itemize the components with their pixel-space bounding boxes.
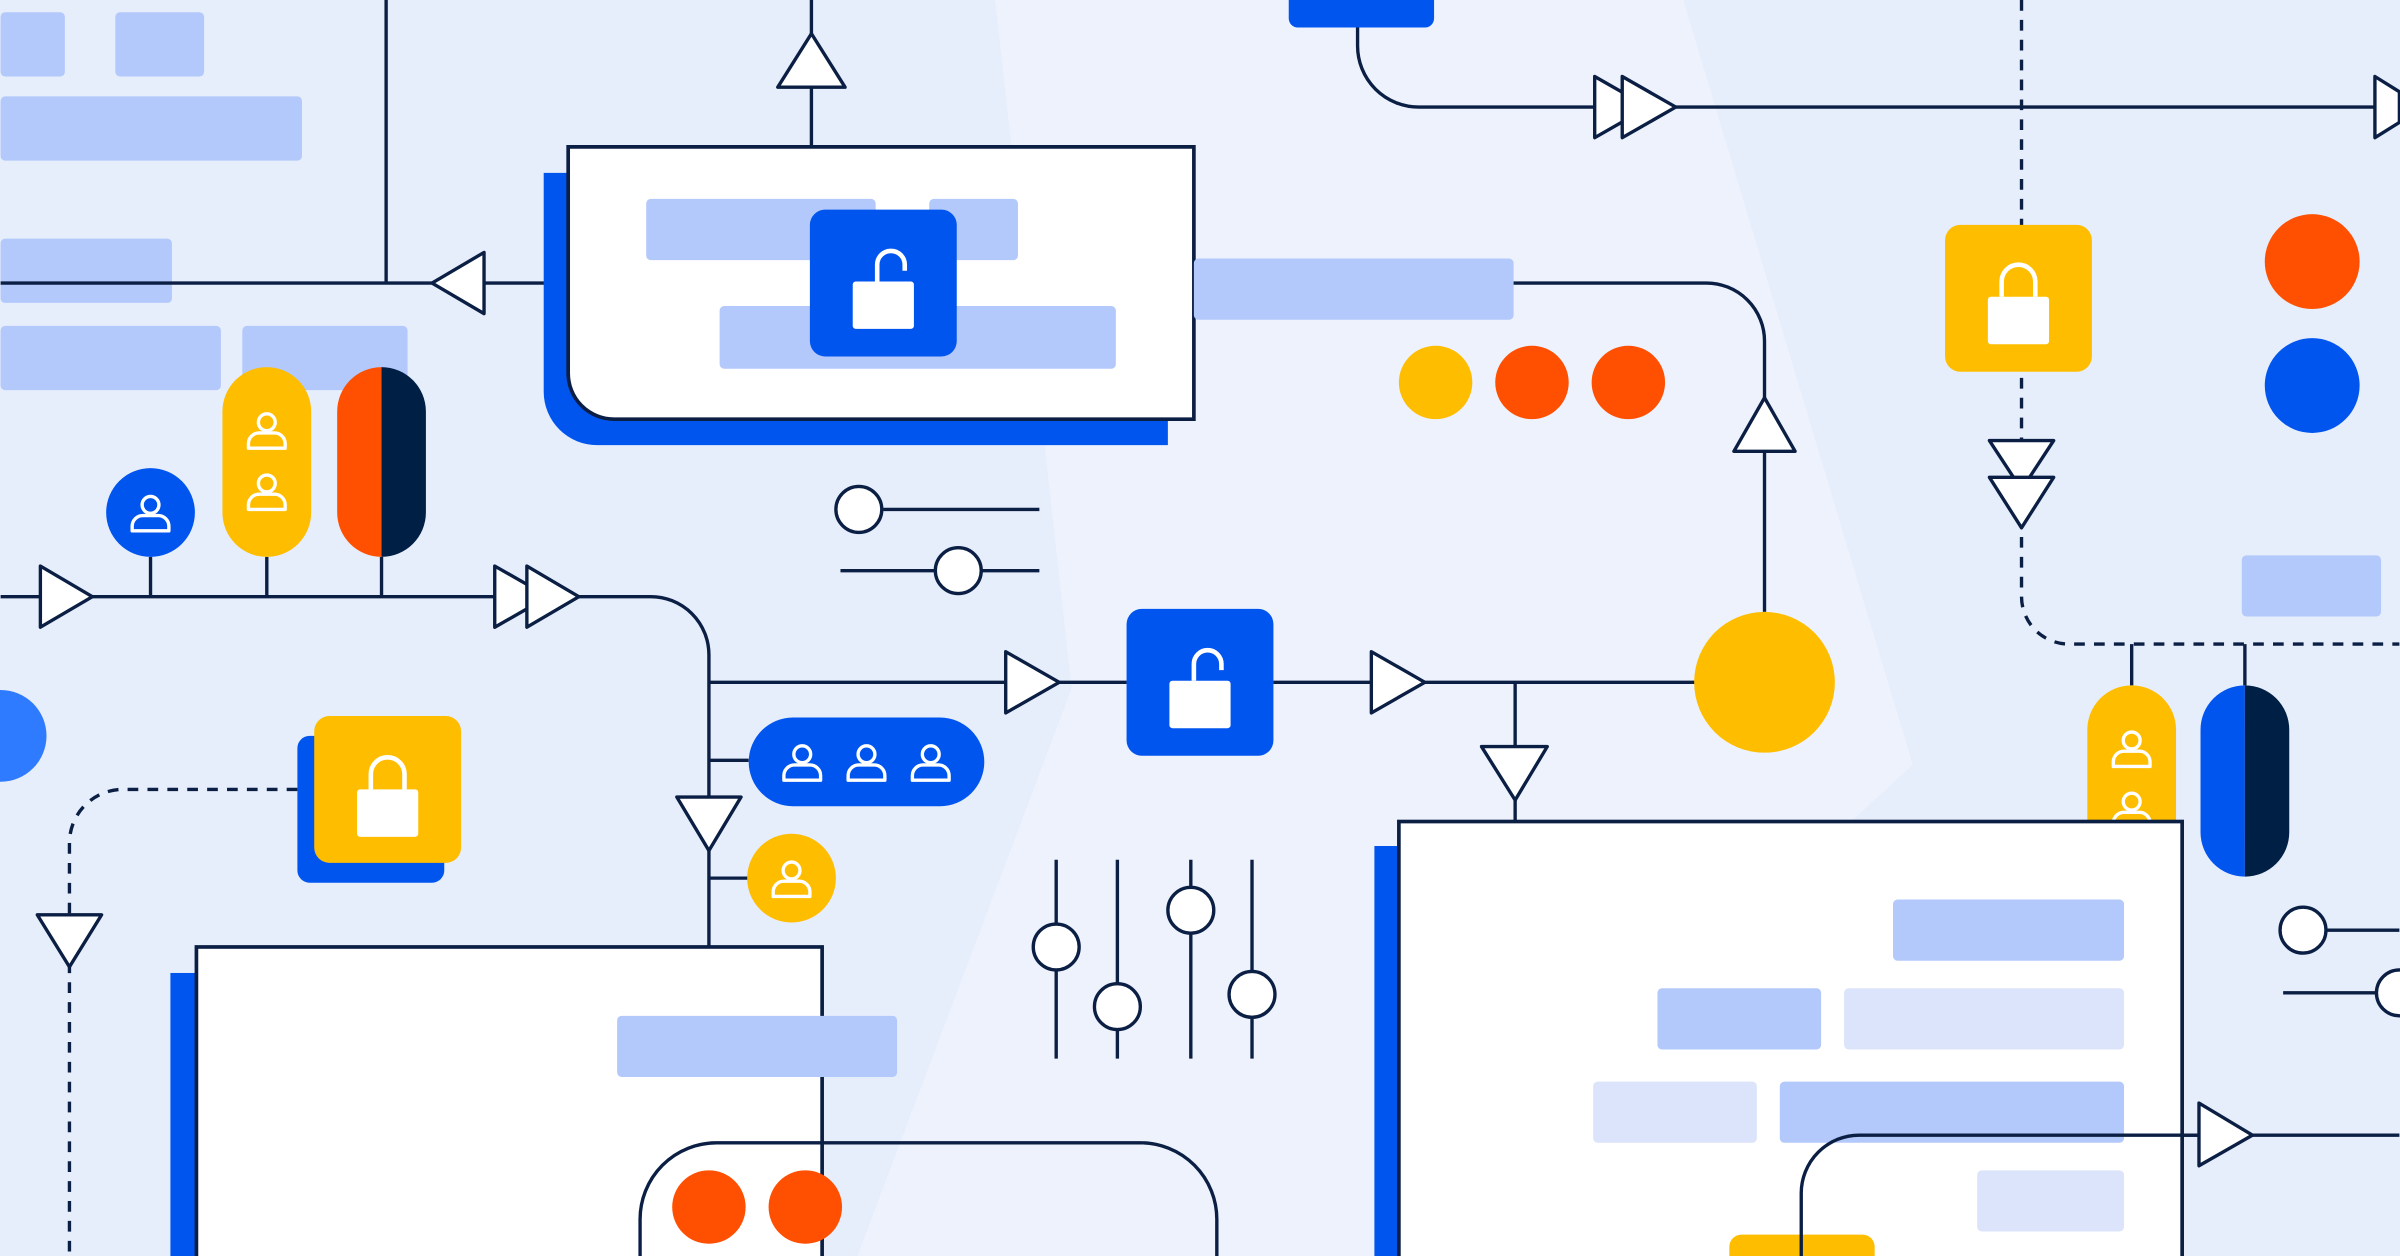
top-left-blocks <box>0 12 408 391</box>
user-circle-yellow <box>747 833 836 923</box>
vertical-sliders <box>1031 859 1277 1059</box>
bottom-rounded-container <box>638 1141 1219 1256</box>
blue-half-circle <box>0 689 47 782</box>
top-card <box>543 145 1196 446</box>
light-block <box>2241 555 2382 617</box>
light-block <box>1193 258 1514 320</box>
status-dots <box>1398 345 1666 420</box>
blue-circle <box>2264 338 2360 433</box>
top-blue-tab <box>1288 0 1435 28</box>
toggle-pill-orange-navy <box>337 367 426 557</box>
arrow-triangle-icons <box>35 31 2400 1168</box>
user-pill-yellow <box>222 367 312 557</box>
user-group-pill <box>748 717 985 807</box>
user-circle-blue <box>106 468 195 557</box>
toggle-pill-blue-navy <box>2200 685 2290 877</box>
horizontal-sliders <box>834 484 2400 1018</box>
connector-line <box>1799 1133 2199 1256</box>
orange-circle <box>2264 214 2360 310</box>
yellow-node-circle <box>1694 611 1835 753</box>
bottom-right-card <box>1374 819 2184 1256</box>
